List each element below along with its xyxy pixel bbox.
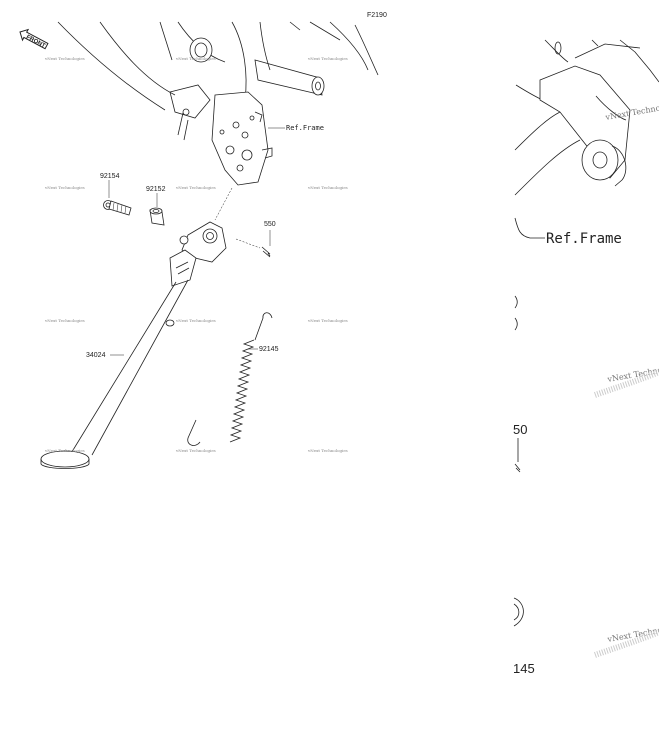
part-label-550: 550 [264, 221, 276, 228]
zoom-part-label-550: 50 [513, 422, 527, 437]
zoom-ref-frame-label: Ref.Frame [546, 231, 622, 247]
watermark: vNext Technologies [307, 448, 348, 453]
watermark: vNext Technologies [175, 318, 216, 323]
watermark: vNext Technologies [175, 56, 216, 61]
ref-frame-label: Ref.Frame [286, 124, 324, 132]
front-arrow-icon: FRONT [19, 28, 49, 50]
part-label-92145: 92145 [259, 346, 279, 353]
main-diagram: F2190 FRONT [19, 12, 387, 469]
side-stand-34024[interactable] [40, 221, 227, 469]
pin-550[interactable] [261, 246, 271, 258]
figure-code: F2190 [367, 12, 387, 19]
part-label-34024: 34024 [86, 352, 106, 359]
zoomed-crop: Ref.Frame vNext Techno vNext Techno vNex… [513, 39, 659, 676]
bolt-92154[interactable] [103, 200, 132, 216]
watermark: vNext Technologies [175, 185, 216, 190]
watermark: vNext Technologies [307, 185, 348, 190]
spring-92145[interactable] [187, 312, 273, 446]
watermark: vNext Technologies [44, 448, 85, 453]
frame-assembly [57, 21, 379, 186]
watermark: vNext Technologies [44, 56, 85, 61]
part-label-92154: 92154 [100, 173, 120, 180]
watermark: vNext Technologies [307, 56, 348, 61]
collar-92152[interactable] [149, 207, 165, 226]
watermark: vNext Technologies [44, 185, 85, 190]
part-label-92152: 92152 [146, 186, 166, 193]
watermark: vNext Technologies [307, 318, 348, 323]
zoom-part-label-92145: 145 [513, 661, 535, 676]
zoom-watermark: vNext Techno [606, 365, 659, 384]
zoom-watermark: vNext Techno [606, 625, 659, 644]
watermark: vNext Technologies [44, 318, 85, 323]
watermark: vNext Technologies [175, 448, 216, 453]
